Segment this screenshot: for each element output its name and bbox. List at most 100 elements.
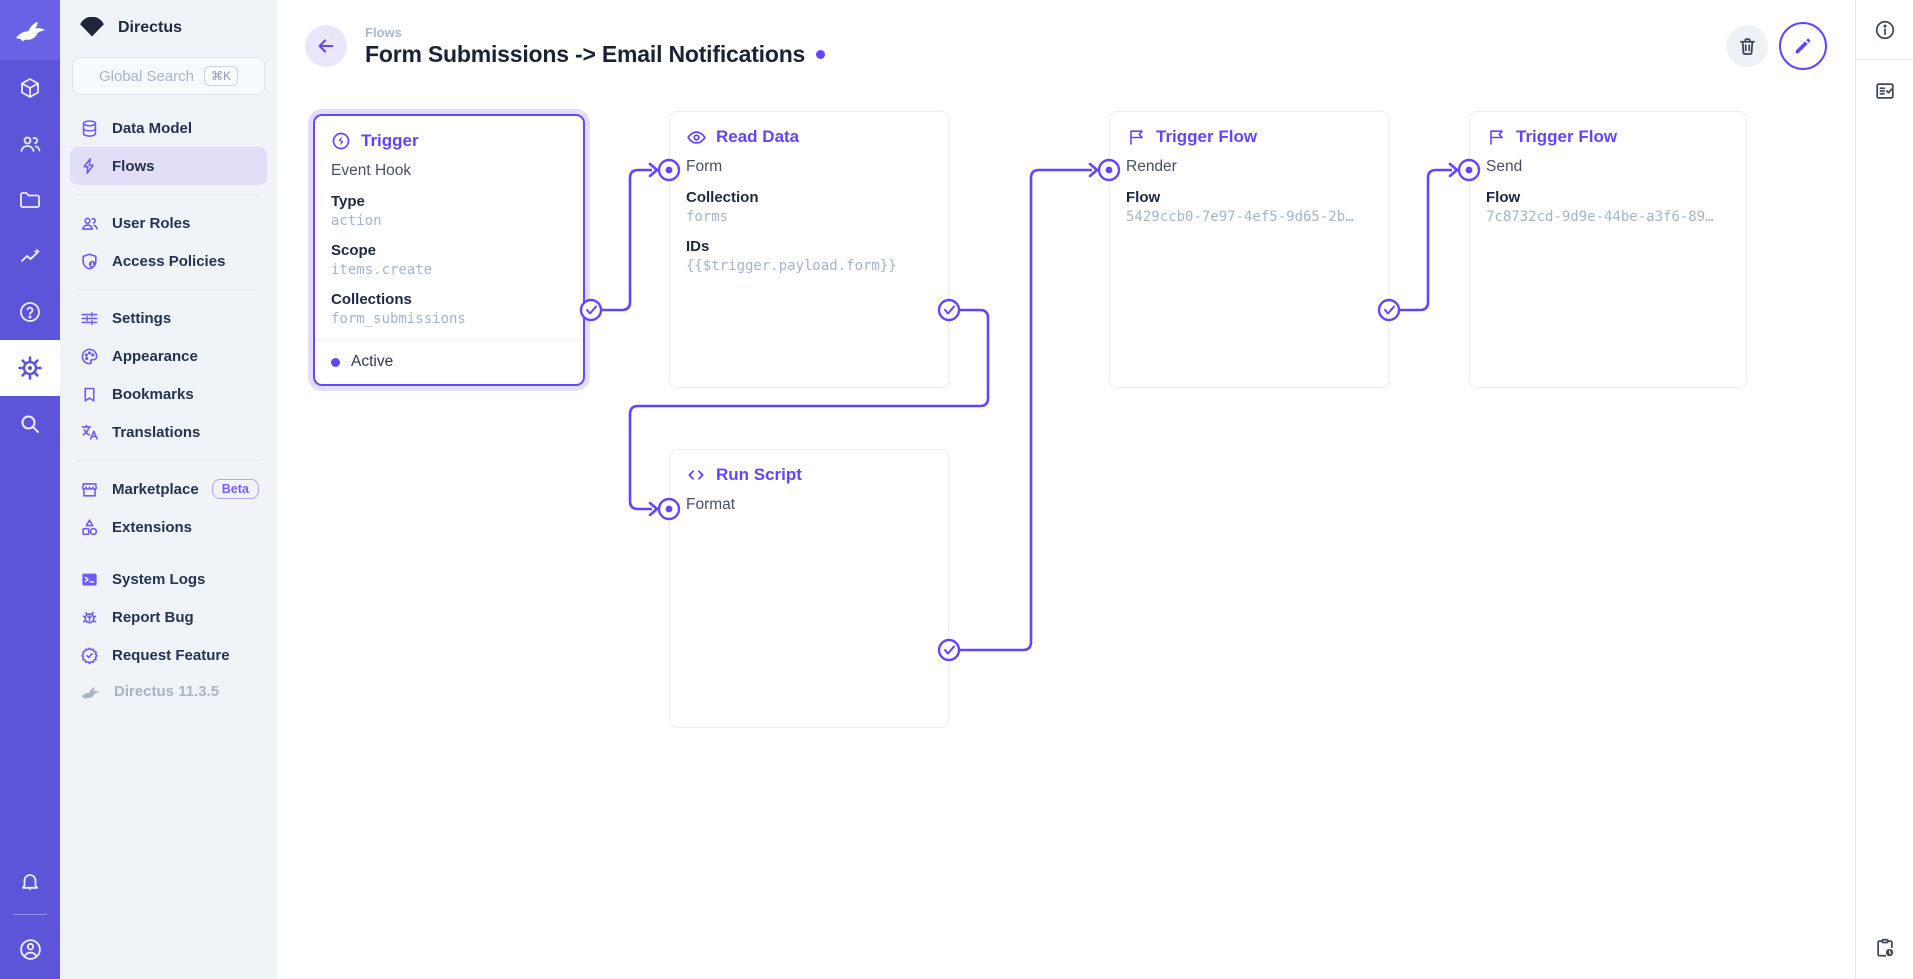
panel-title: Run Script [716,465,802,484]
module-settings[interactable] [0,340,60,396]
module-insights[interactable] [0,228,60,284]
sidebar-item-label: Settings [112,309,172,327]
panel-read-data-header: Read Data [670,112,948,147]
directus-logo-tile[interactable] [0,0,60,60]
panel-title: Read Data [716,127,800,146]
sidebar-item-label: Marketplace [112,480,199,498]
sidebar-item-data-model[interactable]: Data Model [70,109,267,147]
flag-icon [1126,127,1146,147]
sidebar-item-label: Report Bug [112,608,194,626]
module-content[interactable] [0,60,60,116]
sidebar-item-access-policies[interactable]: Access Policies [70,242,267,280]
back-button[interactable] [305,25,347,67]
panel-read-data[interactable]: Read Data Form Collection forms IDs {{$t… [669,111,949,388]
field-value: {{$trigger.payload.form}} [686,258,897,274]
bell-icon [18,870,42,894]
global-search-input[interactable]: Global Search ⌘K [72,57,265,95]
field-value: 7c8732cd-9d9e-44be-a3f6-89… [1486,209,1714,225]
field-label: Collections [331,291,412,308]
title-block: Flows Form Submissions -> Email Notifica… [365,24,826,68]
sidebar-item-flows[interactable]: Flows [70,147,267,185]
operation-name: Send [1486,158,1523,175]
directus-version-rabbit-icon [79,684,101,700]
notifications-button[interactable] [0,854,60,910]
account-button[interactable] [0,919,60,979]
panel-trigger-flow-header: Trigger Flow [1470,112,1746,147]
sidebar-item-settings[interactable]: Settings [70,299,267,337]
version-label: Directus 11.3.5 [114,683,220,700]
terminal-icon [79,569,99,589]
page-title: Form Submissions -> Email Notifications [365,40,806,67]
panel-run-script[interactable]: Run Script Format [669,449,949,728]
database-icon [79,118,99,138]
sidebar-item-system-logs[interactable]: System Logs [70,560,267,598]
version-row: Directus 11.3.5 [70,674,267,709]
nav-divider [76,194,261,195]
users-icon [18,132,42,156]
sidebar-item-appearance[interactable]: Appearance [70,337,267,375]
sidebar-item-translations[interactable]: Translations [70,413,267,451]
trash-icon [1739,37,1755,55]
field-label: Flow [1126,189,1161,206]
user-roles-icon [79,213,99,233]
panel-trigger-flow-render[interactable]: Trigger Flow Render Flow 5429ccb0-7e97-4… [1109,111,1389,388]
pencil-icon [1795,38,1811,54]
sidebar-item-extensions[interactable]: Extensions [70,508,267,546]
sidebar-item-label: Appearance [112,347,198,365]
sidebar-item-label: Flows [112,157,155,175]
sidebar-item-marketplace[interactable]: Marketplace Beta [70,470,267,508]
info-sidebar-button[interactable] [1856,0,1913,60]
module-help[interactable] [0,284,60,340]
search-placeholder: Global Search [98,67,195,85]
sidebar-item-label: User Roles [112,214,191,232]
flow-canvas[interactable]: Trigger Event Hook Type action Scope ite… [277,0,1855,979]
sidebar-item-user-roles[interactable]: User Roles [70,204,267,242]
sliders-icon [79,308,99,328]
trigger-status-footer: Active [315,339,583,384]
operation-name: Format [686,496,736,513]
operation-name: Render [1126,158,1177,175]
field-value: forms [686,209,729,225]
right-sidebar [1855,0,1913,979]
info-icon [1875,20,1894,39]
panel-trigger-header: Trigger [315,116,583,151]
delete-flow-button[interactable] [1726,25,1768,67]
bolt-icon [79,156,99,176]
clipboard-clock-icon [1876,938,1893,957]
field-label: IDs [686,238,710,255]
operations-list-button[interactable] [1856,60,1913,122]
sidebar-item-label: Bookmarks [112,385,194,403]
field-label: Scope [331,242,377,259]
field-label: Flow [1486,189,1521,206]
active-status-dot [331,357,340,367]
project-logo-icon [78,17,106,39]
extensions-icon [79,517,99,537]
main-area: Flows Form Submissions -> Email Notifica… [277,0,1855,979]
field-value: form_submissions [331,311,466,327]
breadcrumb[interactable]: Flows [365,24,402,40]
project-header[interactable]: Directus [70,0,267,49]
help-icon [18,300,42,324]
arrow-left-icon [318,39,334,53]
module-users[interactable] [0,116,60,172]
module-search[interactable] [0,396,60,452]
sidebar-item-label: Data Model [112,119,193,137]
shield-lock-icon [79,251,99,271]
nav-sidebar: Directus Global Search ⌘K Data Model Flo… [60,0,277,979]
insights-icon [18,244,42,268]
sidebar-item-bookmarks[interactable]: Bookmarks [70,375,267,413]
code-icon [686,465,706,485]
sidebar-item-label: Request Feature [112,646,230,664]
gear-icon [17,355,43,381]
field-label: Collection [686,189,759,206]
panel-trigger-flow-send[interactable]: Trigger Flow Send Flow 7c8732cd-9d9e-44b… [1469,111,1747,388]
pending-revisions-button[interactable] [1856,917,1913,979]
sidebar-item-report-bug[interactable]: Report Bug [70,598,267,636]
panel-trigger-flow-header: Trigger Flow [1110,112,1388,147]
panel-trigger[interactable]: Trigger Event Hook Type action Scope ite… [313,114,585,386]
sidebar-item-request-feature[interactable]: Request Feature [70,636,267,674]
module-files[interactable] [0,172,60,228]
panel-title: Trigger Flow [1516,127,1618,146]
edit-flow-button[interactable] [1779,22,1827,70]
fact-check-icon [1875,83,1894,99]
